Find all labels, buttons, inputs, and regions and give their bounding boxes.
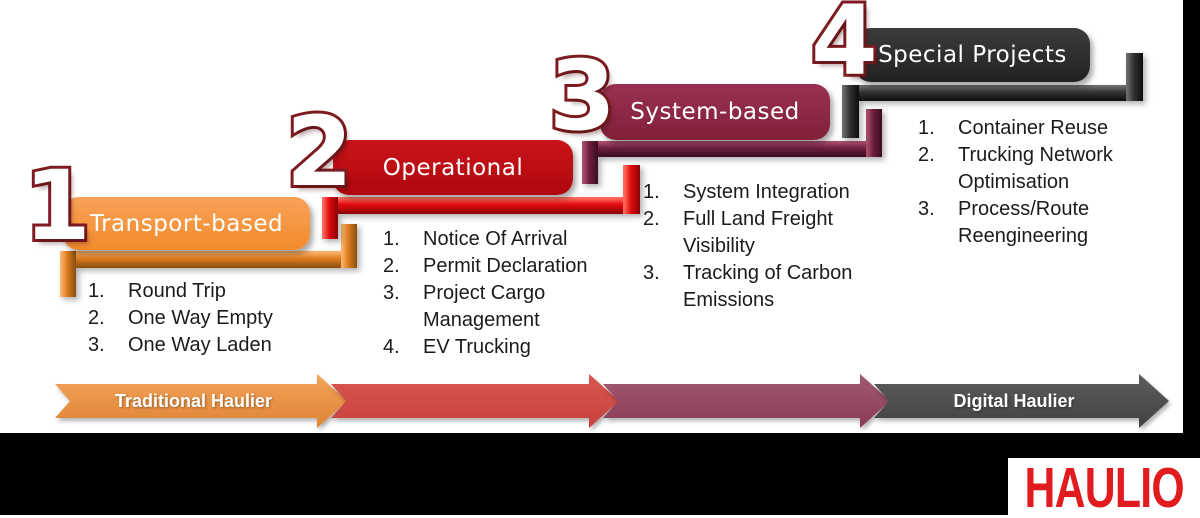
timeline-arrow-red [331, 374, 619, 428]
bracket-left-arm [582, 141, 598, 184]
bottom-black-band [0, 433, 1200, 515]
stage-2-list: 1. Notice Of Arrival 2. Permit Declarati… [383, 226, 598, 361]
list-item: 1. Notice Of Arrival [383, 226, 598, 253]
bracket-left-arm [60, 251, 76, 297]
timeline-arrow-digital: Digital Haulier [874, 374, 1169, 428]
stage-2-title-box: Operational [333, 140, 573, 195]
item-text: One Way Laden [128, 334, 272, 356]
stage-3-list: 1. System Integration 2. Full Land Freig… [643, 179, 853, 314]
list-item: 3. One Way Laden [88, 332, 308, 359]
stage-4-number: 4 [808, 0, 881, 97]
item-text: Process/Route Reengineering [958, 198, 1090, 247]
stage-3-title-box: System-based [600, 84, 830, 140]
bracket-beam [582, 141, 882, 157]
stage-3-number: 3 [546, 40, 619, 152]
item-text: Permit Declaration [423, 255, 588, 277]
list-item: 2. Full Land Freight Visibility [643, 206, 853, 260]
item-text: One Way Empty [128, 307, 273, 329]
stage-1-list: 1. Round Trip 2. One Way Empty 3. One Wa… [88, 278, 308, 359]
list-item: 2. Trucking Network Optimisation [918, 142, 1118, 196]
item-text: Container Reuse [958, 117, 1109, 139]
list-item: 1. Container Reuse [918, 115, 1118, 142]
list-item: 3. Project Cargo Management [383, 280, 598, 334]
haulio-logo: HAULIO [1024, 455, 1184, 518]
bracket-right-arm [341, 224, 357, 268]
stage-2-number: 2 [283, 96, 356, 208]
timeline-arrow-traditional: Traditional Haulier [55, 374, 347, 428]
item-text: System Integration [683, 181, 850, 203]
stage-1-title: Transport-based [89, 210, 284, 237]
bracket-right-arm [1126, 53, 1143, 101]
item-number: 2. [88, 307, 105, 329]
item-number: 1. [88, 280, 105, 302]
logo-box: HAULIO [1008, 458, 1200, 518]
item-number: 3. [383, 282, 400, 304]
timeline-arrow-maroon [603, 374, 890, 428]
timeline-start-label: Traditional Haulier [114, 390, 273, 411]
item-number: 2. [918, 144, 935, 166]
arrow-shape: Digital Haulier [874, 374, 1169, 428]
bracket-beam [60, 251, 357, 268]
item-text: Notice Of Arrival [423, 228, 568, 250]
item-number: 3. [88, 334, 105, 356]
stage-4-title: Special Projects [878, 42, 1067, 68]
stage-3-title: System-based [630, 99, 800, 125]
bracket-left-arm [842, 85, 859, 138]
item-number: 3. [643, 262, 660, 284]
item-text: Full Land Freight Visibility [683, 208, 834, 257]
stage-2-title: Operational [382, 154, 524, 181]
stage-1-number: 1 [21, 150, 94, 262]
list-item: 4. EV Trucking [383, 334, 598, 361]
list-item: 3. Tracking of Carbon Emissions [643, 260, 853, 314]
item-text: Project Cargo Management [423, 282, 546, 331]
list-item: 1. Round Trip [88, 278, 308, 305]
list-item: 2. One Way Empty [88, 305, 308, 332]
list-item: 3. Process/Route Reengineering [918, 196, 1118, 250]
arrow-shape [603, 374, 890, 428]
right-edge-bar [1183, 0, 1200, 440]
stage-4-list: 1. Container Reuse 2. Trucking Network O… [918, 115, 1118, 250]
item-number: 2. [643, 208, 660, 230]
item-number: 2. [383, 255, 400, 277]
item-number: 4. [383, 336, 400, 358]
list-item: 1. System Integration [643, 179, 853, 206]
bracket-left-arm [322, 197, 338, 239]
item-text: Tracking of Carbon Emissions [683, 262, 853, 311]
bracket-right-arm [866, 109, 882, 157]
item-number: 1. [643, 181, 660, 203]
item-number: 1. [383, 228, 400, 250]
arrow-shape: Traditional Haulier [55, 374, 347, 428]
stage-1-title-box: Transport-based [63, 197, 310, 250]
stage-4-title-box: Special Projects [855, 28, 1090, 82]
item-text: Trucking Network Optimisation [958, 144, 1113, 193]
arrow-shape [331, 374, 619, 428]
bracket-beam [842, 85, 1143, 101]
item-number: 3. [918, 198, 935, 220]
timeline-end-label: Digital Haulier [953, 390, 1075, 411]
item-text: Round Trip [128, 280, 226, 302]
list-item: 2. Permit Declaration [383, 253, 598, 280]
bracket-beam [322, 197, 640, 214]
item-text: EV Trucking [423, 336, 531, 358]
item-number: 1. [918, 117, 935, 139]
bracket-right-arm [623, 165, 640, 214]
